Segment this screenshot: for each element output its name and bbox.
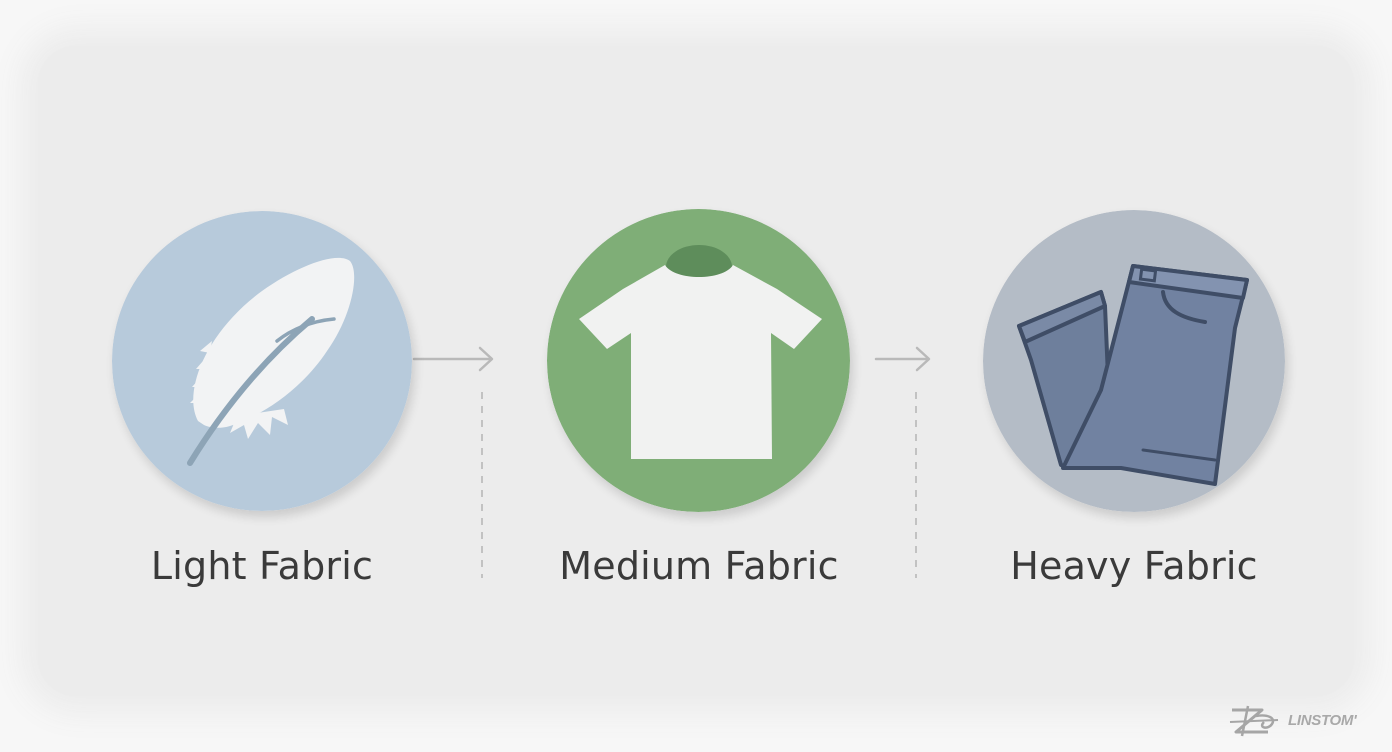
watermark: LINSTOM' (1228, 700, 1357, 740)
jeans-icon (983, 210, 1285, 512)
heavy-fabric-circle (983, 210, 1285, 512)
heavy-fabric-label: Heavy Fabric (1010, 544, 1258, 588)
logo-icon (1229, 705, 1279, 737)
medium-fabric-label: Medium Fabric (559, 544, 839, 588)
light-fabric-label: Light Fabric (150, 544, 374, 588)
medium-fabric-circle (547, 209, 850, 512)
feather-icon (112, 211, 412, 511)
watermark-text: LINSTOM' (1288, 711, 1357, 729)
tshirt-icon (547, 209, 850, 512)
light-fabric-circle (112, 211, 412, 511)
